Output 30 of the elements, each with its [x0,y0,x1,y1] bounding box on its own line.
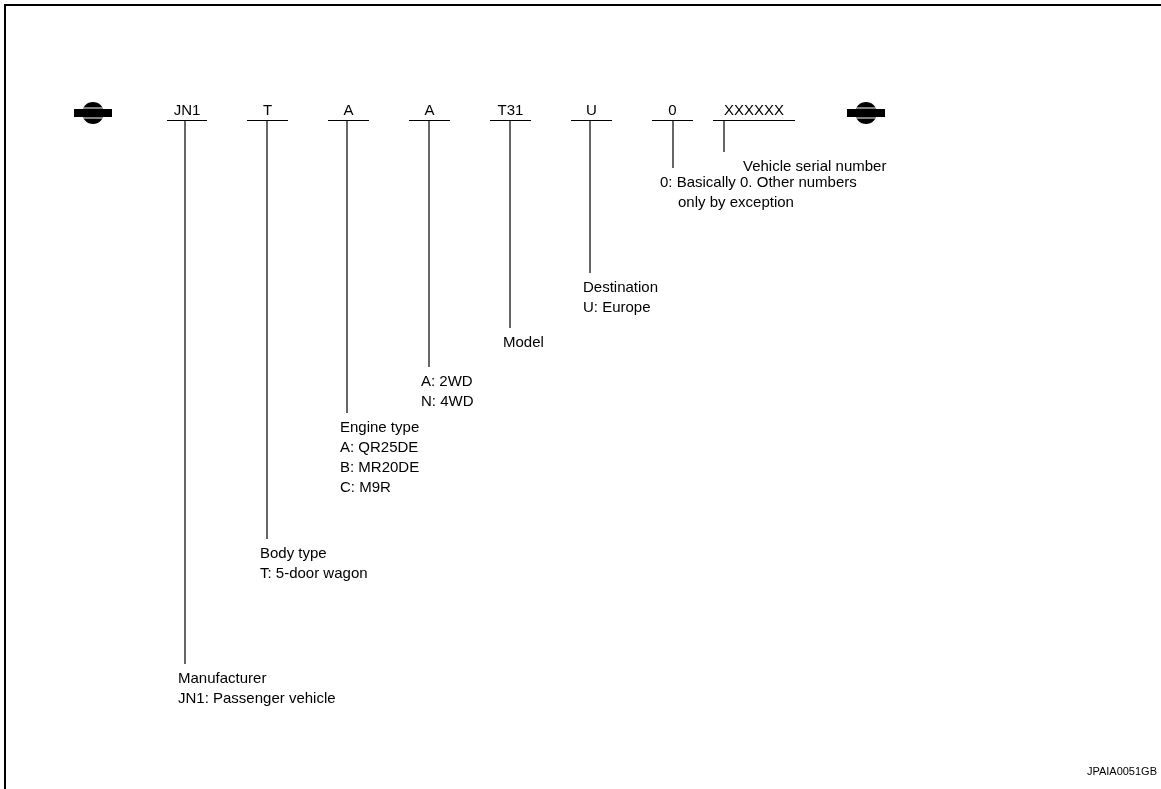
description-text: A: QR25DE [340,437,420,457]
leader-line [184,120,186,665]
leader-line [266,120,268,540]
vin-code-segment: A [409,100,450,121]
description-text: N: 4WD [421,391,475,411]
description-text: T: 5-door wagon [260,563,369,583]
leader-line [723,120,725,153]
description-text: JN1: Passenger vehicle [178,688,337,708]
vin-code-segment: T31 [490,100,531,121]
vin-code-segment: A [328,100,369,121]
vin-code-segment: XXXXXX [713,100,795,121]
description-text: Destination [583,277,660,297]
leader-line [428,120,430,368]
leader-line [509,120,511,329]
description-text: A: 2WD [421,371,474,391]
vin-code-segment: 0 [652,100,693,121]
description-text: B: MR20DE [340,457,421,477]
vin-code-segment: T [247,100,288,121]
description-text: Engine type [340,417,421,437]
description-text: C: M9R [340,477,392,497]
leader-line [672,120,674,169]
description-text: Model [503,332,545,352]
leader-line [346,120,348,414]
figure-code: JPAIA0051GB [1086,763,1157,779]
description-text: Body type [260,543,328,563]
description-text: Manufacturer [178,668,268,688]
leader-line [589,120,591,274]
vin-code-segment: JN1 [167,100,207,121]
vin-code-segment: U [571,100,612,121]
description-text: U: Europe [583,297,652,317]
